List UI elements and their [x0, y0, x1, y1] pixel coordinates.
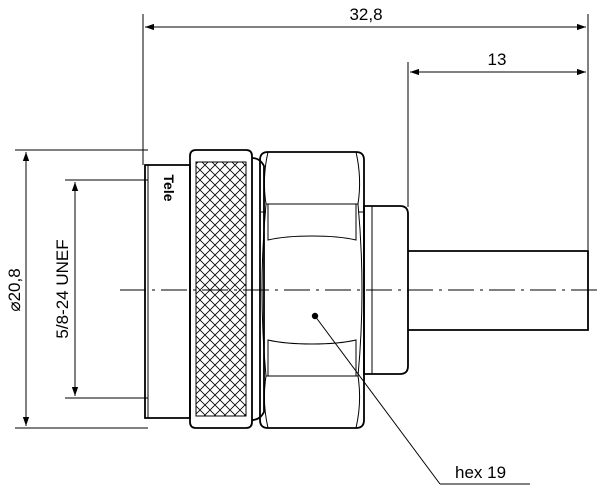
hex-label: hex 19 — [455, 463, 506, 482]
thread-label: 5/8-24 UNEF — [53, 239, 72, 338]
overall-length-label: 32,8 — [349, 5, 382, 24]
coupling-nut-plain: Tele — [144, 164, 191, 419]
hex-leader: hex 19 — [311, 312, 530, 485]
dimension-cable-length: 13 — [407, 50, 586, 207]
neck — [251, 157, 265, 421]
outer-diameter-label: ⌀20,8 — [5, 268, 24, 311]
dimension-thread: 5/8-24 UNEF — [53, 179, 148, 399]
dimension-outer-diameter: ⌀20,8 — [5, 149, 148, 429]
cable — [408, 250, 589, 331]
knurled-ring — [189, 149, 253, 429]
brand-mark: Tele — [161, 175, 177, 202]
cable-length-label: 13 — [488, 50, 507, 69]
dimension-overall-length: 32,8 — [142, 5, 589, 250]
